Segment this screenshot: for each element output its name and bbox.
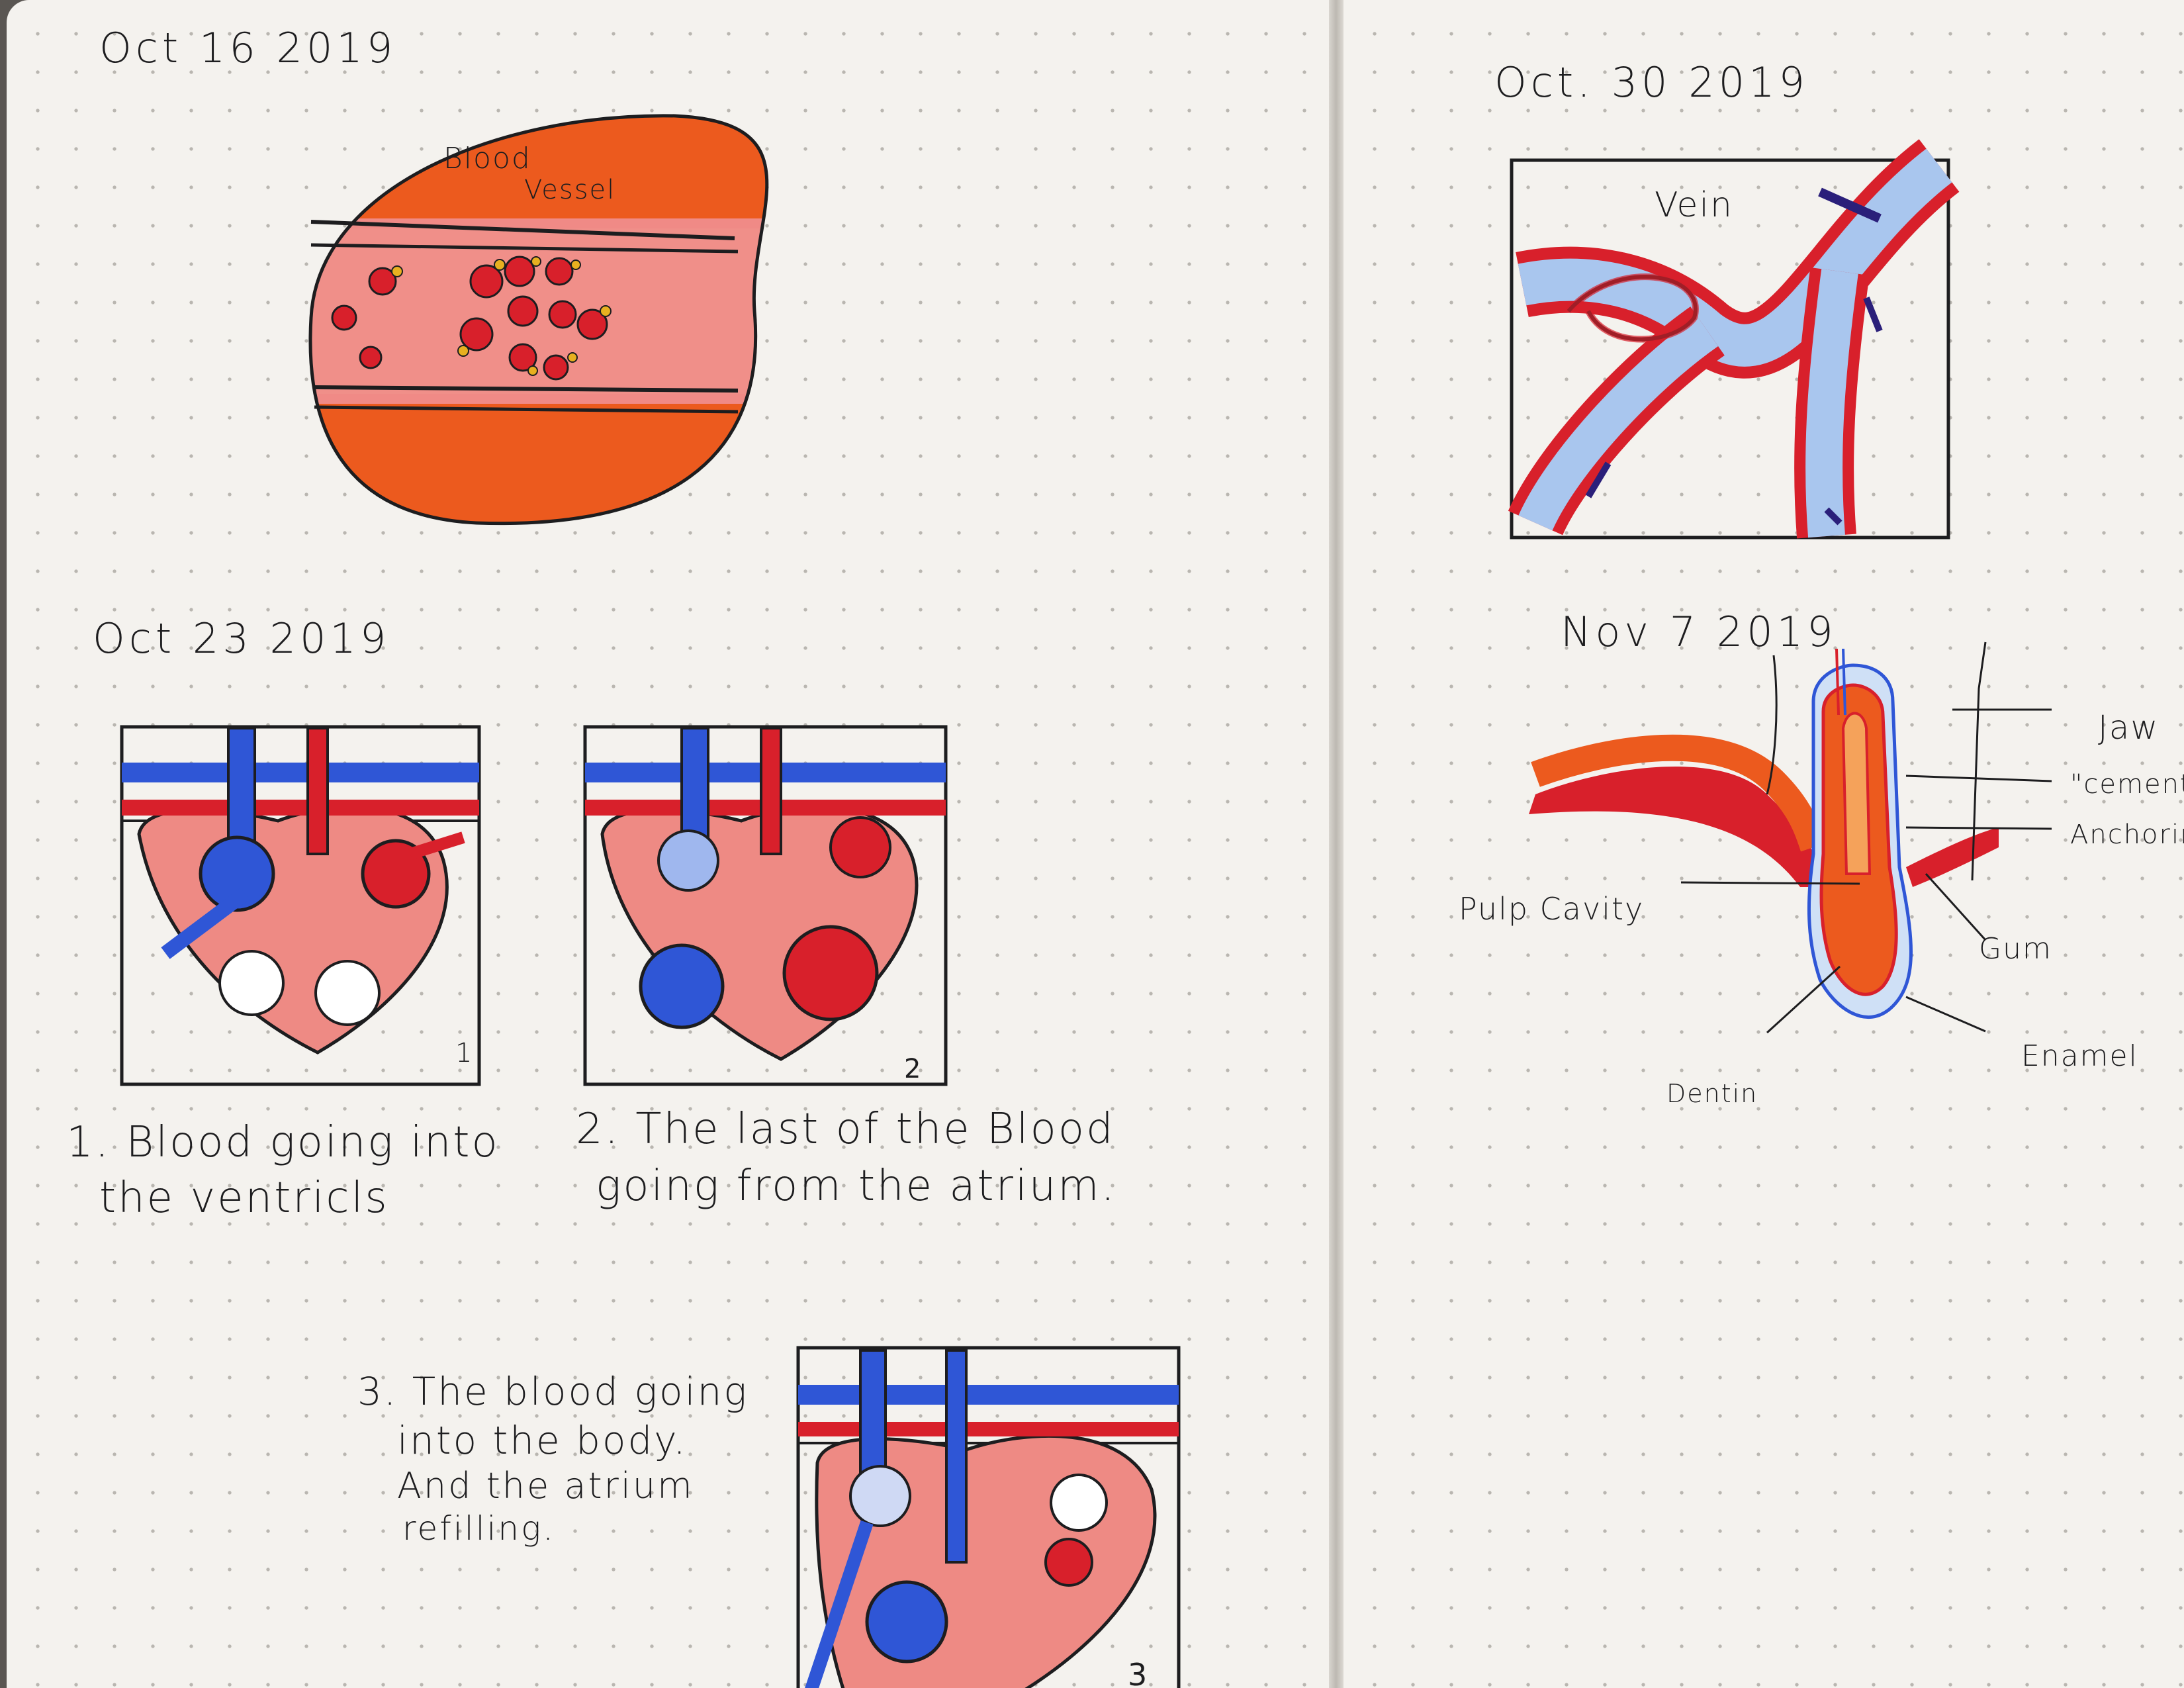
label-blood: Blood bbox=[443, 142, 531, 175]
label-enamel: Enamel bbox=[2021, 1039, 2138, 1073]
entry-date-oct30: Oct. 30 2019 bbox=[1494, 58, 1809, 107]
panel-2-caption-line-2: going from the atrium. bbox=[596, 1162, 1116, 1211]
label-dentin: Dentin bbox=[1666, 1079, 1758, 1108]
label-vessel: Vessel bbox=[524, 175, 616, 205]
entry-date-oct16: Oct 16 2019 bbox=[99, 24, 397, 72]
red-blood-cells bbox=[331, 256, 608, 381]
entry-date-nov7: Nov 7 2019 bbox=[1561, 608, 1837, 656]
panel-3-caption-line-1: 3. The blood going bbox=[357, 1369, 749, 1414]
label-jaw: Jaw bbox=[2098, 708, 2160, 747]
heart-panel-2: 2 bbox=[583, 725, 948, 1086]
label-anchoring: Anchoring bbox=[2070, 820, 2184, 850]
label-cement: "cement" bbox=[2070, 769, 2184, 800]
panel-2-number: 2 bbox=[904, 1054, 921, 1084]
panel-3-caption-line-3: And the atrium bbox=[397, 1465, 694, 1507]
panel-1-caption-line-1: 1. Blood going into bbox=[66, 1118, 500, 1167]
heart-panel-3: 3 bbox=[796, 1346, 1181, 1688]
panel-3-caption-line-4: refilling. bbox=[402, 1509, 555, 1548]
panel-1-caption-line-2: the ventricls bbox=[99, 1174, 389, 1223]
label-vein: Vein bbox=[1655, 185, 1733, 225]
panel-3-caption-line-2: into the body. bbox=[397, 1418, 688, 1463]
heart-panel-1 bbox=[120, 725, 481, 1086]
notebook-gutter bbox=[1329, 0, 1345, 1688]
label-gum: Gum bbox=[1979, 932, 2052, 966]
panel-1-number: 1 bbox=[455, 1038, 474, 1068]
panel-3-number: 3 bbox=[1128, 1657, 1147, 1688]
panel-2-caption-line-1: 2. The last of the Blood bbox=[576, 1105, 1115, 1154]
entry-date-oct23: Oct 23 2019 bbox=[93, 614, 390, 663]
label-pulp-cavity: Pulp Cavity bbox=[1459, 891, 1645, 927]
vein-drawing bbox=[1508, 139, 1960, 539]
tooth-drawing bbox=[1529, 641, 2052, 1034]
